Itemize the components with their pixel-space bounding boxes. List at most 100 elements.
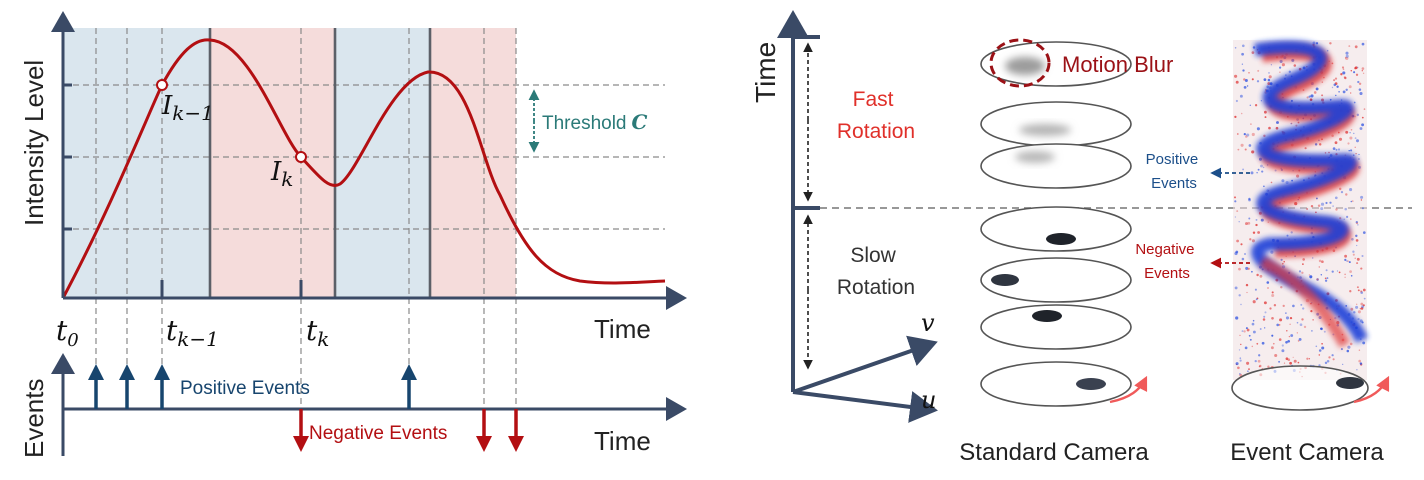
event-noise-dot — [1358, 88, 1362, 91]
event-noise-dot — [1239, 334, 1241, 337]
event-noise-dot — [1360, 195, 1364, 199]
event-noise-dot — [1260, 218, 1264, 222]
event-noise-dot — [1266, 281, 1270, 284]
event-noise-dot — [1318, 266, 1321, 268]
event-noise-dot — [1358, 82, 1362, 86]
event-noise-dot — [1250, 171, 1254, 175]
event-noise-dot — [1245, 283, 1249, 287]
positive-events-annotation: Positive Events — [1146, 151, 1203, 192]
event-noise-dot — [1246, 361, 1250, 365]
event-camera-volume — [1231, 40, 1390, 411]
event-noise-dot — [1323, 330, 1326, 333]
band-positive-2 — [335, 28, 430, 298]
event-noise-dot — [1251, 270, 1253, 273]
event-noise-dot — [1238, 349, 1241, 351]
event-noise-dot — [1274, 169, 1277, 172]
event-noise-dot — [1256, 172, 1258, 174]
event-noise-dot — [1324, 361, 1328, 365]
event-noise-dot — [1243, 86, 1247, 89]
event-noise-dot — [1356, 286, 1359, 289]
event-noise-dot — [1239, 359, 1242, 362]
event-noise-dot — [1292, 356, 1294, 358]
event-noise-dot — [1308, 274, 1311, 276]
event-noise-dot — [1346, 260, 1348, 262]
event-noise-dot — [1250, 123, 1252, 125]
event-noise-dot — [1318, 143, 1322, 146]
event-noise-dot — [1308, 95, 1311, 98]
event-noise-dot — [1344, 273, 1346, 276]
event-noise-dot — [1324, 279, 1328, 282]
event-noise-dot — [1236, 210, 1239, 213]
standard-camera-label: Standard Camera — [959, 439, 1149, 466]
event-noise-dot — [1241, 44, 1245, 48]
event-noise-dot — [1325, 201, 1328, 205]
event-noise-dot — [1271, 334, 1274, 337]
event-noise-dot — [1353, 101, 1356, 104]
event-noise-dot — [1258, 364, 1262, 368]
event-noise-dot — [1320, 327, 1323, 330]
event-noise-dot — [1258, 354, 1261, 357]
x-ticks — [160, 280, 303, 298]
event-noise-dot — [1316, 278, 1319, 281]
event-noise-dot — [1300, 303, 1303, 306]
time-axis-label: Time — [594, 314, 651, 344]
event-noise-dot — [1287, 339, 1291, 343]
event-noise-dot — [1236, 239, 1239, 243]
event-noise-dot — [1243, 330, 1246, 333]
event-noise-dot — [1334, 141, 1338, 145]
event-noise-dot — [1254, 359, 1257, 363]
event-noise-dot — [1285, 357, 1289, 361]
event-noise-dot — [1267, 221, 1270, 223]
event-noise-dot — [1358, 359, 1362, 363]
event-noise-dot — [1334, 77, 1338, 80]
event-noise-dot — [1306, 96, 1309, 99]
event-noise-dot — [1358, 153, 1360, 156]
event-noise-dot — [1251, 239, 1255, 243]
event-noise-dot — [1233, 196, 1237, 199]
event-noise-dot — [1315, 211, 1317, 214]
event-noise-dot — [1342, 71, 1346, 75]
event-noise-dot — [1348, 261, 1351, 264]
event-noise-dot — [1345, 193, 1348, 196]
event-noise-dot — [1239, 357, 1242, 359]
event-noise-dot — [1270, 181, 1273, 184]
band-negative-1 — [210, 28, 335, 298]
event-noise-dot — [1240, 112, 1243, 115]
event-noise-dot — [1361, 305, 1364, 309]
event-noise-dot — [1344, 276, 1346, 279]
event-noise-dot — [1248, 368, 1250, 370]
event-noise-dot — [1264, 110, 1267, 114]
event-noise-dot — [1331, 86, 1334, 89]
event-noise-dot — [1289, 361, 1292, 365]
event-noise-dot — [1297, 340, 1300, 342]
event-noise-dot — [1283, 362, 1286, 364]
event-noise-dot — [1290, 122, 1293, 125]
u-axis-label: u — [921, 386, 936, 414]
event-noise-dot — [1268, 75, 1272, 79]
event-noise-dot — [1260, 164, 1263, 168]
event-noise-dot — [1262, 318, 1266, 321]
event-noise-dot — [1312, 319, 1314, 321]
event-noise-dot — [1261, 341, 1265, 345]
motion-blur-circle — [989, 38, 1051, 88]
event-noise-dot — [1355, 239, 1359, 242]
event-noise-dot — [1326, 49, 1329, 52]
event-noise-dot — [1292, 304, 1295, 308]
event-noise-dot — [1251, 345, 1254, 348]
event-noise-dot — [1359, 362, 1363, 365]
event-noise-dot — [1356, 257, 1360, 261]
event-noise-dot — [1321, 342, 1323, 345]
event-noise-dot — [1281, 262, 1284, 265]
event-noise-dot — [1345, 305, 1348, 307]
event-dot — [1336, 377, 1364, 389]
event-noise-dot — [1360, 302, 1364, 306]
event-noise-dot — [1290, 122, 1292, 125]
event-noise-dot — [1350, 307, 1354, 311]
event-noise-dot — [1361, 254, 1364, 258]
event-noise-dot — [1361, 67, 1365, 70]
event-camera-base — [1231, 365, 1369, 411]
event-noise-dot — [1352, 253, 1355, 256]
event-noise-dot — [1361, 116, 1364, 119]
event-noise-dot — [1318, 349, 1322, 352]
event-noise-dot — [1263, 301, 1267, 305]
